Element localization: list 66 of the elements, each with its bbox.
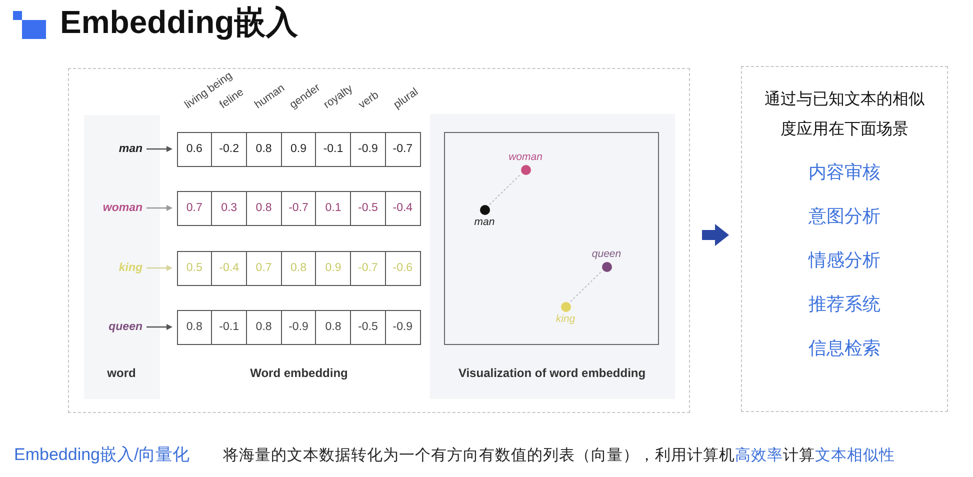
- vector-row: [176, 190, 420, 226]
- scenario-item: 情感分析: [808, 248, 880, 272]
- arrow: [146, 324, 172, 330]
- vector-row: [176, 132, 420, 166]
- vector-row: [176, 250, 420, 286]
- value-cell: 0.3: [211, 192, 246, 224]
- value-cell: -0.5: [350, 192, 385, 224]
- value-cell: 0.8: [246, 310, 281, 344]
- value-cell: 0.7: [246, 252, 281, 284]
- word-label: woman: [102, 200, 142, 216]
- value-cell: -0.9: [280, 310, 316, 344]
- value-cell-text: 0.6: [185, 142, 204, 156]
- value-cell-text: 0.7: [185, 200, 204, 216]
- value-cell-text: 0.8: [185, 320, 204, 334]
- value-cell: 0.8: [246, 192, 281, 224]
- word-label: queen: [108, 318, 142, 336]
- plot-area: [444, 132, 658, 344]
- value-cell: -0.7: [280, 192, 316, 224]
- value-cell-text: 0.5: [185, 260, 204, 276]
- block-arrow: [702, 224, 729, 246]
- arrow: [146, 265, 172, 271]
- value-cell: 0.8: [246, 132, 281, 166]
- word-label: king: [118, 260, 142, 276]
- column-label: word: [107, 364, 136, 380]
- word-label: man: [118, 140, 142, 158]
- dashed-panel: [741, 66, 948, 412]
- value-cell: -0.7: [384, 132, 420, 166]
- value-cell: 0.9: [280, 132, 316, 166]
- value-cell: -0.7: [350, 252, 385, 284]
- column-band: [84, 114, 160, 398]
- section-label: Word embedding: [250, 365, 348, 381]
- value-cell: -0.6: [384, 252, 420, 284]
- value-cell: -0.1: [211, 310, 246, 344]
- arrow: [146, 205, 172, 211]
- value-cell: -0.5: [350, 310, 385, 344]
- arrow: [146, 146, 172, 152]
- point-label: man: [474, 216, 495, 228]
- scenario-item: 信息检索: [808, 336, 880, 360]
- column-header: feline: [217, 86, 246, 112]
- dotted-line: [570, 271, 602, 302]
- point-label: king: [556, 312, 576, 326]
- value-cell: -0.4: [384, 192, 420, 224]
- panel-caption: Visualization of word embedding: [458, 364, 646, 380]
- point-label: queen: [592, 248, 622, 260]
- point-label: woman: [508, 150, 542, 164]
- dashed-panel: [68, 68, 690, 413]
- description-text: 将海量的文本数据转化为一个有方向有数值的列表（向量），利用计算机高效率计算文本相似性: [223, 446, 895, 466]
- column-header: verb: [356, 89, 382, 112]
- value-cell: -0.4: [211, 252, 246, 284]
- scenario-item: 推荐系统: [808, 292, 880, 316]
- visualization-panel: [430, 114, 674, 398]
- value-cell: 0.8: [280, 252, 316, 284]
- value-cell: -0.2: [211, 132, 246, 166]
- page-title: Embedding嵌入: [60, 3, 298, 42]
- value-cell: 0.9: [315, 252, 350, 284]
- dotted-line: [489, 174, 521, 205]
- value-cell: -0.1: [315, 132, 350, 166]
- panel-heading: 通过与已知文本的相似度应用在下面场景: [764, 90, 926, 140]
- scenario-item: 意图分析: [808, 204, 880, 228]
- value-cell: 0.8: [315, 310, 350, 344]
- value-cell: -0.9: [350, 132, 385, 166]
- vector-row: [176, 310, 420, 344]
- value-cell: -0.9: [384, 310, 420, 344]
- value-cell: 0.1: [315, 192, 350, 224]
- scenario-item: 内容审核: [808, 160, 880, 184]
- highlighted-term: Embedding嵌入/向量化: [14, 444, 190, 466]
